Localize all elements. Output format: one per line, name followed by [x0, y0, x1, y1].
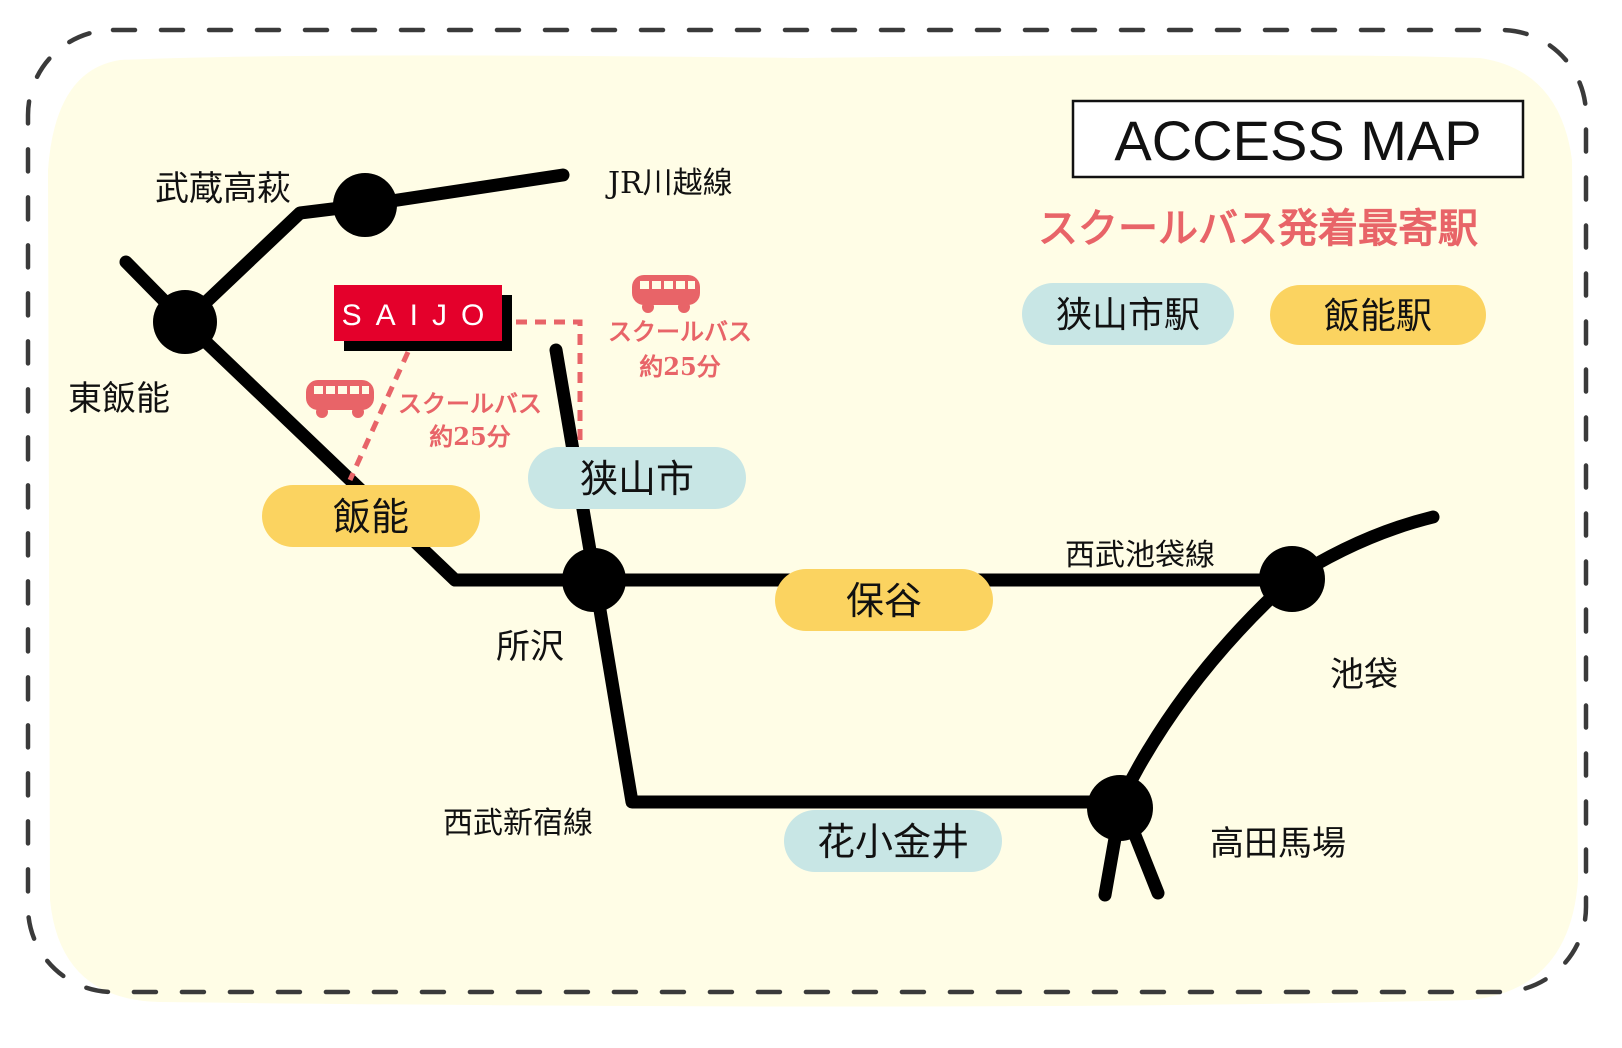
line-label-seibu-shinjuku: 西武新宿線 — [443, 806, 593, 841]
bus-label-sayamashi-line1: スクールバス — [608, 317, 752, 346]
legend-label-sayamashi: 狭山市駅 — [1056, 295, 1200, 336]
station-label-tokorozawa: 所沢 — [496, 627, 564, 667]
yamanote-line — [1113, 573, 1297, 809]
page-subtitle: スクールバス発着最寄駅 — [1038, 205, 1478, 252]
station-name-hoya: 保谷 — [846, 579, 922, 623]
bus-icon — [306, 380, 374, 418]
bus-icon — [632, 275, 700, 313]
station-label-higashi-hanno: 東飯能 — [68, 379, 170, 419]
station-pill-sayamashi[interactable]: 狭山市 — [528, 447, 746, 509]
logo-box — [334, 285, 502, 341]
school-logo[interactable]: SAIJO — [334, 285, 512, 351]
legend-item-hanno: 飯能駅 — [1270, 285, 1486, 345]
line-label-jr-kawagoe: JR川越線 — [605, 166, 733, 201]
station-pill-hanakoganei[interactable]: 花小金井 — [784, 810, 1002, 872]
bus-route-sayamashi — [497, 319, 583, 440]
dashed-border — [25, 27, 1589, 995]
bus-label-hanno-line2: 約25分 — [429, 422, 510, 451]
station-dot-ikebukuro[interactable] — [1259, 546, 1325, 612]
station-pill-hoya[interactable]: 保谷 — [775, 569, 993, 631]
bus-label-sayamashi-line2: 約25分 — [639, 352, 720, 381]
bus-label-hanno-line1: スクールバス — [398, 389, 542, 418]
station-name-hanakoganei: 花小金井 — [817, 820, 969, 864]
logo-text: SAIJO — [342, 299, 499, 332]
station-name-hanno: 飯能 — [333, 495, 409, 539]
title-box: ACCESS MAP — [1071, 99, 1525, 179]
station-label-musashi-takahagi: 武蔵高萩 — [155, 169, 291, 209]
line-label-seibu-ikebukuro: 西武池袋線 — [1065, 538, 1215, 573]
legend-item-sayamashi: 狭山市駅 — [1022, 283, 1234, 345]
legend-label-hanno: 飯能駅 — [1324, 296, 1432, 337]
station-name-sayamashi: 狭山市 — [580, 457, 694, 501]
bus-route-hanno — [347, 350, 411, 482]
station-dot-musashi-takahagi[interactable] — [333, 173, 397, 237]
station-label-takadanobaba: 高田馬場 — [1210, 824, 1346, 864]
bus-routes — [347, 319, 583, 482]
jr-kawagoe-line-upper — [178, 168, 570, 329]
page-title: ACCESS MAP — [1114, 109, 1481, 172]
station-label-ikebukuro: 池袋 — [1330, 655, 1398, 695]
station-dot-tokorozawa[interactable] — [562, 548, 626, 612]
station-dot-takadanobaba[interactable] — [1087, 775, 1153, 841]
station-dot-higashi-hanno[interactable] — [153, 290, 217, 354]
station-pill-hanno[interactable]: 飯能 — [262, 485, 480, 547]
